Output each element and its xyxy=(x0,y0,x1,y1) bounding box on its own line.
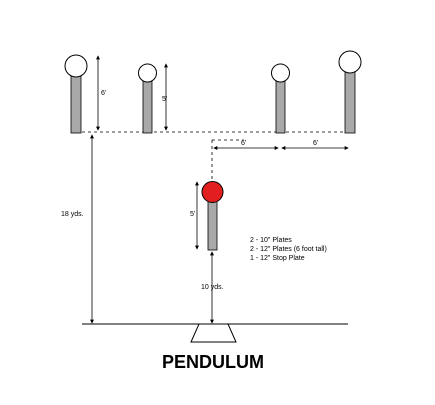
dimension-label: 10 yds. xyxy=(201,284,224,291)
plate-post-2 xyxy=(138,63,157,134)
post xyxy=(344,71,356,134)
plate-post-3 xyxy=(271,63,290,134)
dimension-label: 6' xyxy=(241,140,246,147)
equipment-legend: 2 - 10" Plates 2 - 12" Plates (6 foot ta… xyxy=(250,237,327,262)
legend-line: 1 - 12" Stop Plate xyxy=(250,255,305,262)
steel-plate xyxy=(138,63,157,83)
dimension-label: 5' xyxy=(162,96,167,103)
post xyxy=(142,79,153,134)
dimension-label: 6' xyxy=(313,140,318,147)
steel-plate xyxy=(64,54,88,78)
plate-post-1 xyxy=(64,54,88,134)
post xyxy=(70,75,82,134)
legend-line: 2 - 10" Plates xyxy=(250,237,292,244)
post xyxy=(275,79,286,134)
plate-post-4 xyxy=(338,50,362,134)
dimension-label: 6' xyxy=(101,90,106,97)
legend-line: 2 - 12" Plates (6 foot tall) xyxy=(250,246,327,253)
dimension-label: 5' xyxy=(190,211,195,218)
steel-plate xyxy=(338,50,362,74)
diagram-title: PENDULUM xyxy=(162,352,264,372)
stop-plate-post xyxy=(201,181,224,251)
stop-plate xyxy=(201,181,224,203)
dimension-label: 18 yds. xyxy=(61,211,84,218)
post xyxy=(207,199,218,251)
shooting-box xyxy=(190,323,237,343)
steel-plate xyxy=(271,63,290,83)
